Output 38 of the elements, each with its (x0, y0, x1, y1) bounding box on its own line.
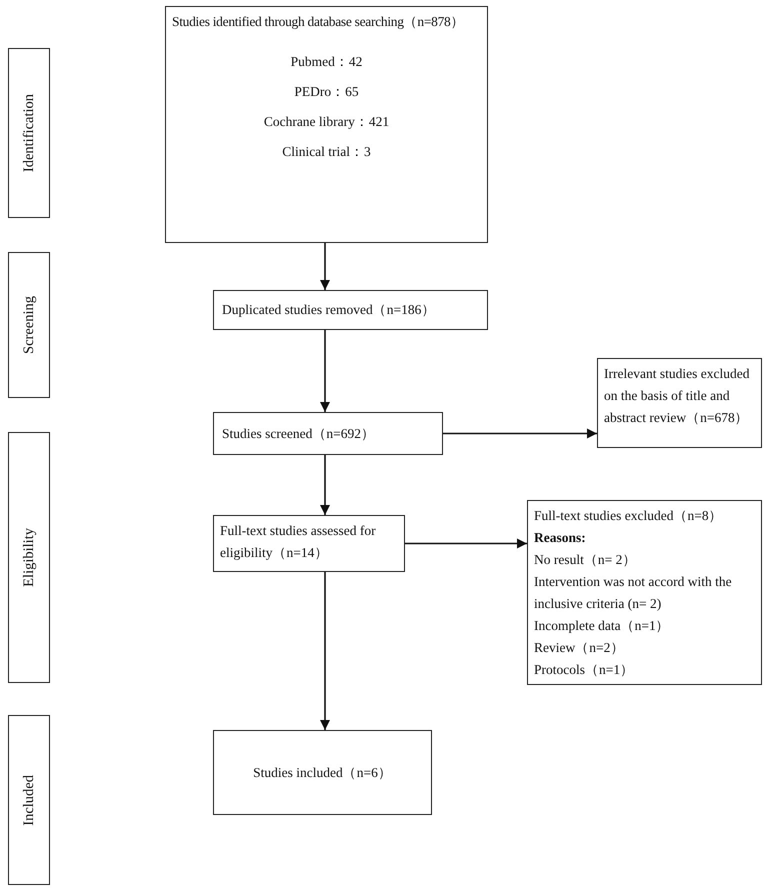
process-box (213, 730, 432, 815)
process-box (165, 6, 488, 243)
count-line: Cochrane library：421 (262, 113, 390, 131)
process-box (213, 515, 405, 572)
stage-box (8, 432, 50, 683)
reason-line: Review（n=2） (534, 639, 626, 657)
process-box (213, 412, 443, 455)
reason-line: Protocols（n=1） (534, 661, 636, 679)
reasons-heading: Reasons: (534, 529, 587, 547)
box-text: Full-text studies assessed for eligibility（n=14） (220, 522, 377, 562)
count-line: Pubmed：42 (290, 53, 364, 71)
box-text: Studies included（n=6） (253, 764, 392, 782)
stage-box (8, 252, 50, 398)
arrow (405, 538, 527, 548)
box-text: Irrelevant studies excluded on the basis of title and abstract review（n=678） (604, 365, 750, 427)
stage-label: Screening (20, 296, 38, 354)
box-text: Duplicated studies removed（n=186） (222, 301, 436, 319)
process-box (527, 500, 762, 685)
arrow (320, 243, 330, 290)
process-box (213, 290, 488, 330)
arrow (443, 428, 597, 438)
heading-text: Studies identified through database searching（n=878） (172, 13, 466, 31)
stage-box (8, 48, 50, 218)
reason-line: Intervention was not accord with the inclusive criteria (n= 2) (534, 573, 733, 613)
stage-label: Included (20, 774, 38, 826)
arrow (320, 330, 330, 412)
reason-line: Incomplete data（n=1） (534, 617, 671, 635)
box-text: Studies screened（n=692） (222, 424, 376, 442)
stage-label: Eligibility (20, 528, 38, 587)
stage-label: Identification (20, 94, 38, 172)
reason-line: No result（n= 2） (534, 551, 638, 569)
count-line: PEDro：65 (293, 83, 360, 101)
arrow (320, 572, 330, 730)
heading-text: Full-text studies excluded（n=8） (534, 507, 724, 525)
stage-box (8, 715, 50, 885)
process-box (597, 358, 762, 448)
arrow (320, 455, 330, 515)
count-line: Clinical trial：3 (281, 143, 372, 161)
